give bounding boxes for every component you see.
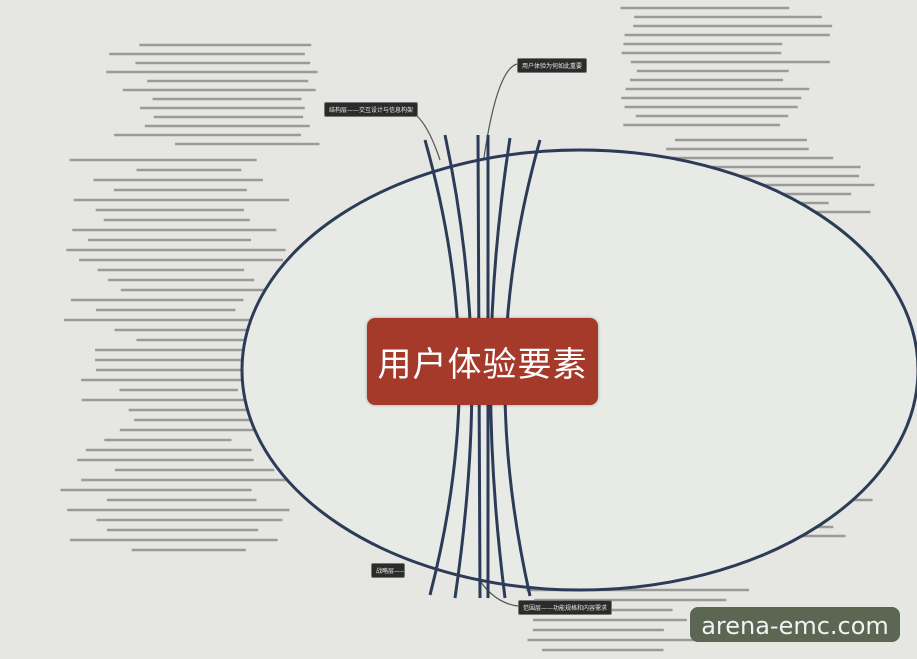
watermark: arena-emc.com (690, 607, 900, 642)
branch-node-scope-plane[interactable]: 范围层——功能规格和内容需求 (518, 600, 613, 615)
branch-node-strategy-plane[interactable]: 战略层——产品目标和用户需求 (371, 563, 405, 578)
connector-top-left (407, 109, 441, 161)
central-topic[interactable]: 用户体验要素 (367, 318, 598, 405)
branch-node-importance[interactable]: 用户体验为何如此重要 (517, 58, 588, 73)
branch-node-structure-plane[interactable]: 结构层——交互设计与信息构架 (324, 102, 419, 117)
